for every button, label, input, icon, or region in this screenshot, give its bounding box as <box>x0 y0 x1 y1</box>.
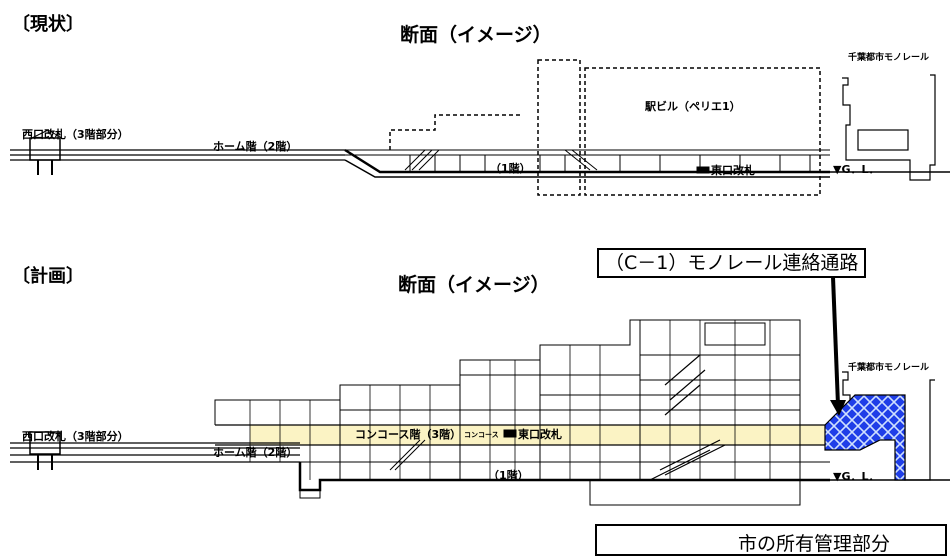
current-first-floor-label: （1階） <box>490 162 531 175</box>
concourse-floor-label: コンコース階（3階） <box>355 428 462 441</box>
monorail-connecting-passage <box>824 394 906 481</box>
existing-building-outlines <box>389 59 821 196</box>
plan-ground-line <box>298 462 830 492</box>
plan-gl-label: ▼G．L． <box>833 470 880 483</box>
monorail-structure-current <box>842 74 936 181</box>
callout-arrow <box>831 276 840 406</box>
concourse-highlight <box>250 425 825 445</box>
plan-first-floor-label: （1階） <box>488 469 529 482</box>
current-section <box>10 59 950 196</box>
station-building-label: 駅ビル（ペリエ1） <box>645 100 741 113</box>
legend-box <box>595 524 947 556</box>
plan-monorail-label: 千葉都市モノレール <box>848 363 930 373</box>
legend-label: 市の所有管理部分 <box>738 533 891 555</box>
current-gl-label: ▼G．L． <box>833 163 880 176</box>
plan-west-gate-label: 西口改札（3階部分） <box>22 430 129 443</box>
current-monorail-label: 千葉都市モノレール <box>848 53 930 63</box>
concourse-small-label: コンコース <box>464 431 499 439</box>
current-east-gate-label: 東口改札 <box>711 164 755 177</box>
plan-heading: 〔計画〕 <box>12 266 84 287</box>
current-title: 断面（イメージ） <box>400 24 552 46</box>
east-gate-marker-current <box>696 166 710 174</box>
plan-east-gate-label: 東口改札 <box>518 428 562 441</box>
current-heading: 〔現状〕 <box>12 14 84 35</box>
current-west-gate-label: 西口改札（3階部分） <box>22 128 129 141</box>
plan-section <box>10 276 950 506</box>
current-home-floor-label: ホーム階（2階） <box>213 140 298 153</box>
plan-home-floor-label: ホーム階（2階） <box>213 446 298 459</box>
current-columns <box>409 155 811 172</box>
east-gate-marker-plan <box>503 429 517 438</box>
monorail-structure-plan <box>842 371 935 481</box>
escalator-upper <box>664 354 706 416</box>
escalator-lower <box>649 439 726 481</box>
monorail-passage-callout: （C－1）モノレール連絡通路 <box>597 248 867 278</box>
plan-building-frame <box>214 319 801 481</box>
ground-floor-line <box>344 148 830 174</box>
plan-title: 断面（イメージ） <box>398 274 550 296</box>
callout-arrowhead <box>830 400 846 416</box>
